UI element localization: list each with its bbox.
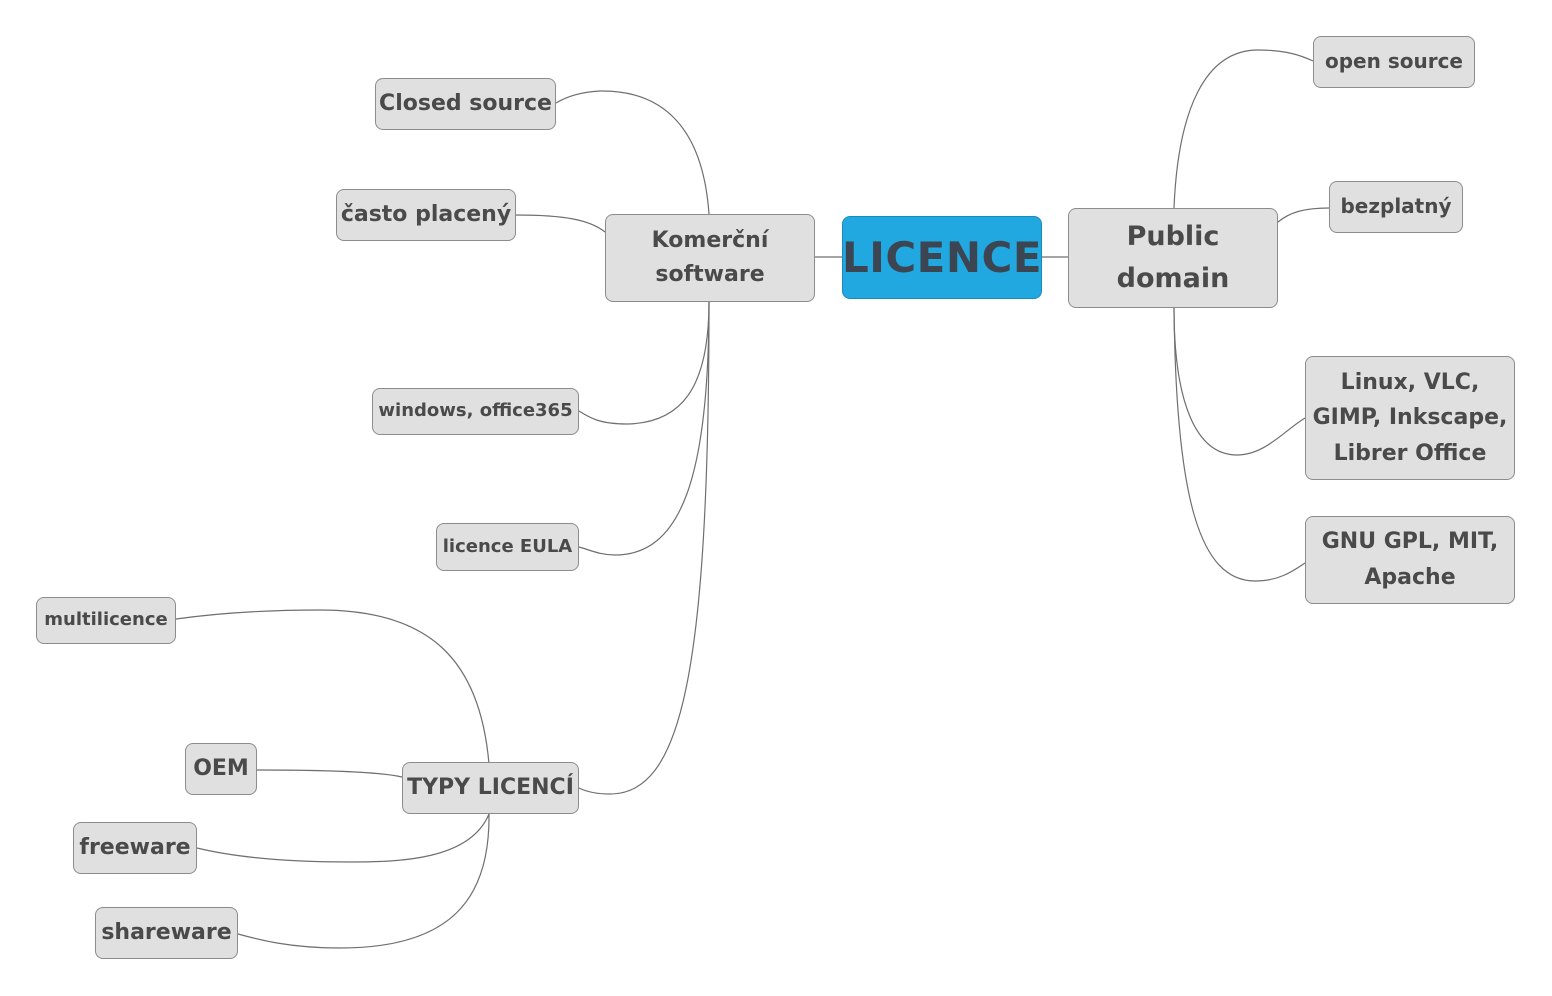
- connector-closed-source: [555, 90, 710, 215]
- connector-license-types: [578, 301, 710, 795]
- connector-multilicence: [175, 609, 490, 765]
- shareware-node[interactable]: shareware: [95, 907, 238, 959]
- connector-free: [1277, 207, 1330, 223]
- connector-shareware: [237, 813, 490, 949]
- open-source-node[interactable]: open source: [1313, 36, 1475, 88]
- public-domain-examples-node[interactable]: Linux, VLC, GIMP, Inkscape, Librer Offic…: [1305, 356, 1515, 480]
- multilicence-node[interactable]: multilicence: [36, 597, 176, 644]
- public-domain-label-line1: Public: [1126, 221, 1220, 253]
- license-types-node[interactable]: TYPY LICENCÍ: [402, 762, 579, 814]
- public-domain-licenses-line1: GNU GPL, MIT,: [1321, 529, 1499, 555]
- public-domain-examples-line3: Librer Office: [1333, 440, 1487, 466]
- multilicence-label: multilicence: [44, 609, 168, 631]
- public-domain-licenses-node[interactable]: GNU GPL, MIT, Apache: [1305, 516, 1515, 604]
- connector-pd-licenses: [1173, 307, 1306, 582]
- connector-oem: [256, 769, 403, 778]
- connector-often-paid: [515, 214, 606, 233]
- connector-freeware: [196, 813, 490, 863]
- public-domain-node[interactable]: Public domain: [1068, 208, 1278, 308]
- often-paid-label: často placený: [340, 201, 512, 227]
- commercial-examples-node[interactable]: windows, office365: [372, 388, 579, 435]
- often-paid-node[interactable]: často placený: [336, 189, 516, 241]
- shareware-label: shareware: [101, 919, 232, 945]
- license-types-label: TYPY LICENCÍ: [407, 774, 574, 800]
- free-label: bezplatný: [1340, 194, 1452, 219]
- central-topic[interactable]: LICENCE: [842, 216, 1042, 299]
- eula-label: licence EULA: [442, 535, 573, 557]
- freeware-node[interactable]: freeware: [73, 822, 197, 874]
- oem-node[interactable]: OEM: [185, 743, 257, 795]
- connector-examples: [578, 301, 710, 425]
- commercial-software-label-line2: software: [655, 262, 765, 287]
- commercial-examples-label: windows, office365: [378, 400, 573, 422]
- connector-pd-examples: [1173, 307, 1306, 456]
- commercial-software-node[interactable]: Komerční software: [605, 214, 815, 302]
- connector-open-source: [1173, 49, 1314, 209]
- public-domain-examples-line2: GIMP, Inkscape,: [1312, 405, 1508, 431]
- closed-source-node[interactable]: Closed source: [375, 78, 556, 130]
- closed-source-label: Closed source: [379, 90, 552, 116]
- connector-eula: [578, 301, 710, 556]
- central-topic-label: LICENCE: [841, 232, 1043, 282]
- public-domain-label-line2: domain: [1116, 263, 1230, 294]
- free-node[interactable]: bezplatný: [1329, 181, 1463, 233]
- public-domain-licenses-line2: Apache: [1364, 565, 1456, 590]
- eula-node[interactable]: licence EULA: [436, 523, 579, 571]
- public-domain-examples-line1: Linux, VLC,: [1340, 369, 1480, 395]
- commercial-software-label-line1: Komerční: [651, 227, 769, 253]
- open-source-label: open source: [1325, 49, 1463, 74]
- freeware-label: freeware: [79, 834, 191, 860]
- oem-label: OEM: [193, 755, 249, 781]
